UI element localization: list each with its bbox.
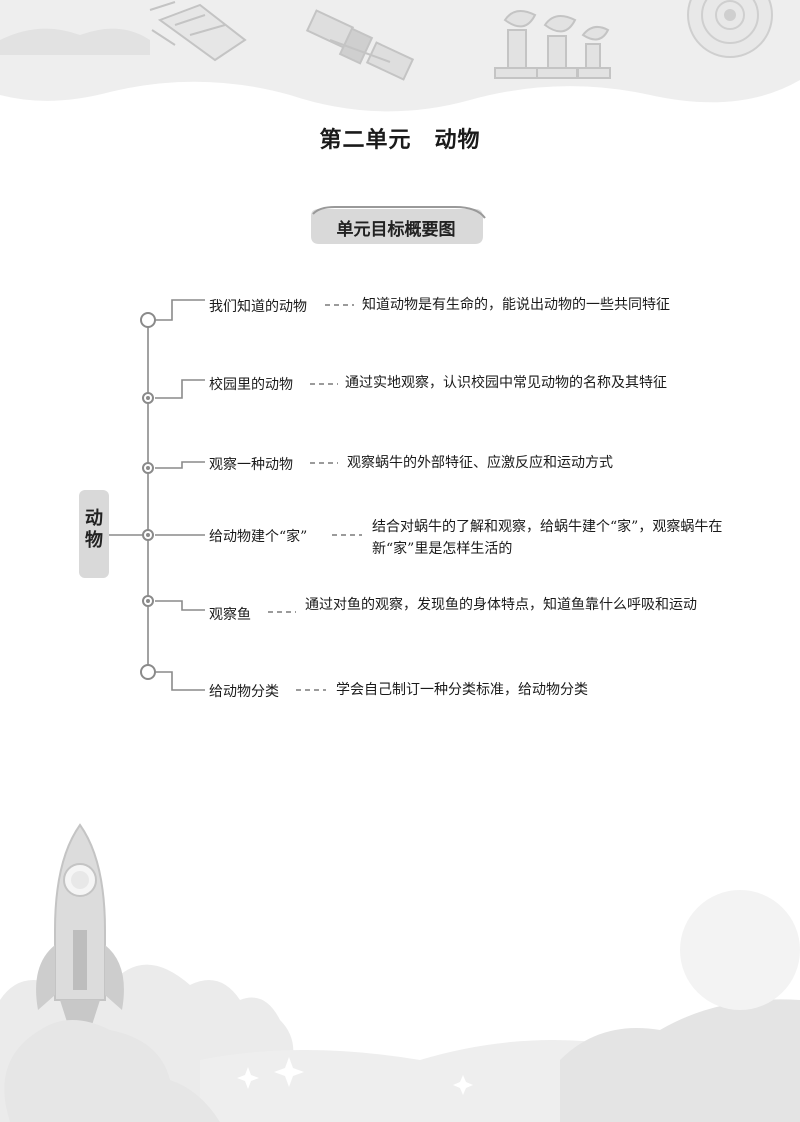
- radar-dish-icon: [494, 10, 611, 79]
- page-title: 第二单元 动物: [319, 127, 481, 153]
- branch-topic: 校园里的动物: [209, 377, 293, 393]
- satellite-icon: [305, 9, 415, 81]
- branch-topic: 给动物建个“家”: [209, 529, 308, 545]
- branch-description: 观察蜗牛的外部特征、应激反应和运动方式: [347, 455, 613, 471]
- root-node-label: 动物: [79, 508, 109, 552]
- branch-topic: 我们知道的动物: [209, 299, 307, 315]
- rocket-icon: [36, 823, 124, 1025]
- root-node: [79, 490, 109, 578]
- branch-description: 学会自己制订一种分类标准，给动物分类: [336, 682, 588, 698]
- branch-description: 结合对蜗牛的了解和观察，给蜗牛建个“家”，观察蜗牛在新“家”里是怎样生活的: [372, 519, 723, 557]
- sparkle-icon: [237, 1057, 473, 1095]
- branch-topic: 给动物分类: [209, 684, 279, 700]
- branch-topic: 观察鱼: [209, 607, 251, 623]
- branch-topic: 观察一种动物: [209, 457, 293, 473]
- planet-orbit-icon: [687, 0, 773, 58]
- section-tag-label: 单元目标概要图: [336, 220, 456, 240]
- root-label: 动物: [85, 508, 103, 551]
- section-tag: 单元目标概要图: [305, 206, 487, 246]
- space-shuttle-icon: [149, 1, 247, 62]
- dashed-leaders: [268, 304, 362, 691]
- branch-description: 通过对鱼的观察，发现鱼的身体特点，知道鱼靠什么呼吸和运动: [305, 597, 697, 613]
- tag-background: [311, 206, 486, 244]
- branch-description: 通过实地观察，认识校园中常见动物的名称及其特征: [345, 375, 667, 391]
- branch-description: 知道动物是有生命的，能说出动物的一些共同特征: [362, 297, 670, 313]
